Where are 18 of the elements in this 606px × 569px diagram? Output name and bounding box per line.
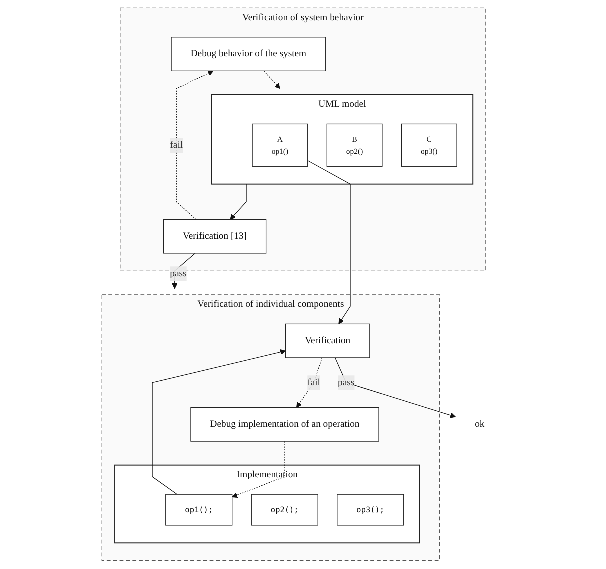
node-box: Verification bbox=[285, 324, 370, 358]
edge-label: pass bbox=[338, 378, 355, 388]
node-box: Verification [13] bbox=[163, 219, 267, 254]
arrow bbox=[176, 70, 214, 220]
edge-label: pass bbox=[170, 268, 187, 279]
node-box: Debug implementation of an operation bbox=[190, 407, 380, 442]
edge-label: fail bbox=[170, 140, 183, 150]
arrow bbox=[232, 441, 286, 498]
arrow bbox=[307, 160, 351, 324]
arrow bbox=[264, 70, 280, 90]
node-box: Debug behavior of the system bbox=[171, 37, 326, 72]
node-text: ok bbox=[474, 419, 485, 430]
arrow bbox=[172, 253, 196, 290]
arrow bbox=[152, 350, 286, 495]
arrow bbox=[334, 358, 456, 418]
arrow bbox=[296, 358, 323, 408]
edge-label: fail bbox=[308, 378, 320, 388]
arrow bbox=[230, 184, 247, 220]
